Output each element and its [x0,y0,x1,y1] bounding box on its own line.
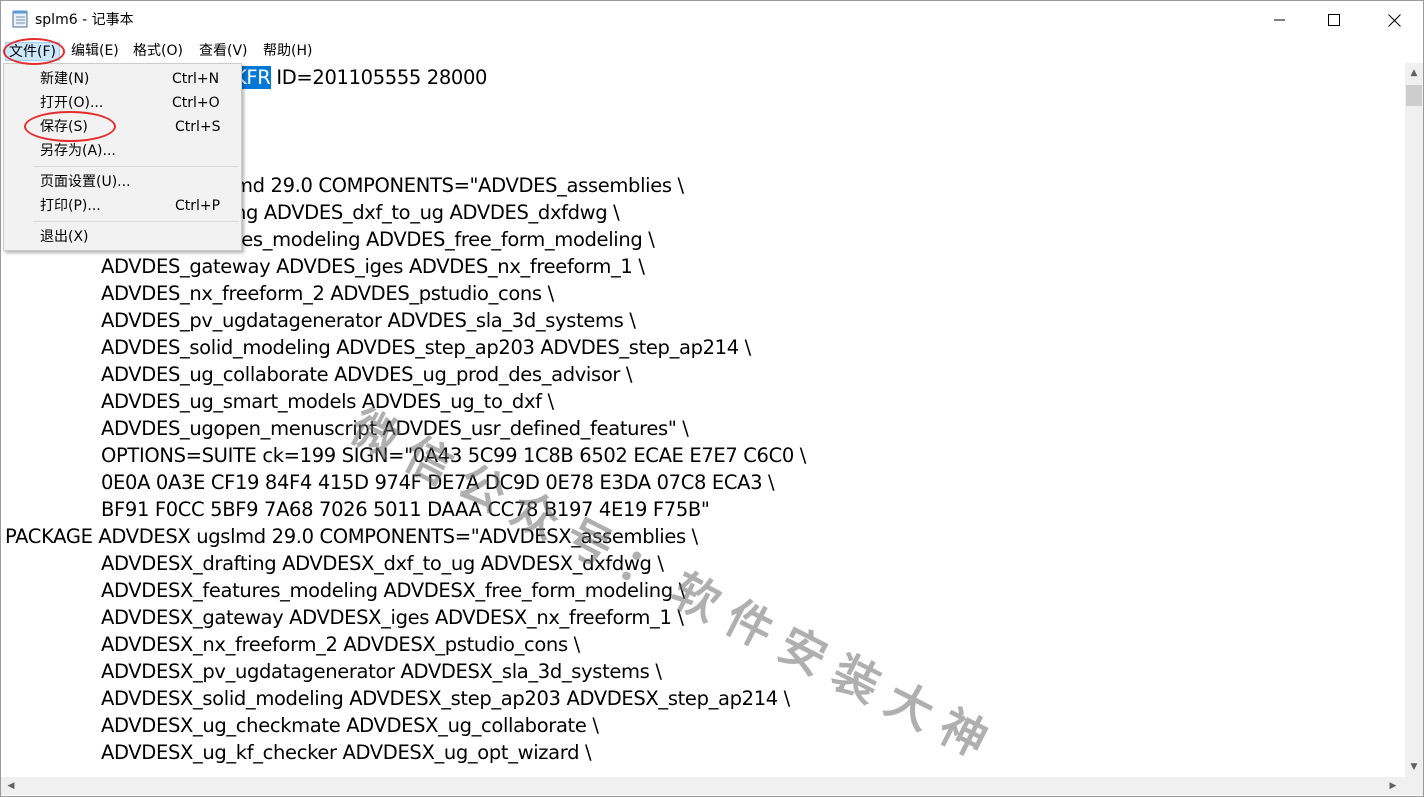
editor-line: ADVDES_ug_collaborate ADVDES_ug_prod_des… [101,363,633,386]
minimize-icon [1274,19,1285,21]
maximize-button[interactable] [1311,1,1357,39]
editor-line: ng ADVDES_dxf_to_ug ADVDES_dxfdwg \ [234,201,620,224]
menu-item-page-setup[interactable]: 页面设置(U)... [5,170,240,194]
editor-line: ADVDES_gateway ADVDES_iges ADVDES_nx_fre… [101,255,645,278]
menu-item-shortcut: Ctrl+S [175,119,221,135]
scroll-left-icon[interactable]: ◀ [7,781,15,791]
file-menu-dropdown: 新建(N) Ctrl+N 打开(O)... Ctrl+O 保存(S) Ctrl+… [3,63,242,251]
editor-line: 0E0A 0A3E CF19 84F4 415D 974F DE7A DC9D … [101,471,775,494]
scroll-right-icon[interactable]: ▶ [1389,781,1397,791]
menu-item-label: 打印(P)... [40,198,101,214]
editor-line: OPTIONS=SUITE ck=199 SIGN="0A43 5C99 1C8… [101,444,806,467]
annotation-circle-file-menu [3,38,65,65]
maximize-icon [1328,14,1340,26]
menu-item-exit[interactable]: 退出(X) [5,225,240,249]
minimize-button[interactable] [1257,1,1303,39]
menu-item-label: 页面设置(U)... [40,174,131,190]
menu-item-label: 打开(O)... [40,95,104,111]
editor-line: ADVDESX_nx_freeform_2 ADVDESX_pstudio_co… [101,633,580,656]
editor-line: ADVDESX_ug_checkmate ADVDESX_ug_collabor… [101,714,599,737]
editor-line: ADVDESX_solid_modeling ADVDESX_step_ap20… [101,687,790,710]
editor-line-first: KFR ID=201105555 28000 [234,64,487,91]
menu-item-open[interactable]: 打开(O)... Ctrl+O [5,91,240,115]
menu-item-label: 另存为(A)... [40,143,116,159]
menu-item-new[interactable]: 新建(N) Ctrl+N [5,67,240,91]
menu-edit[interactable]: 编辑(E) [71,43,119,59]
editor-line: ADVDES_nx_freeform_2 ADVDES_pstudio_cons… [101,282,554,305]
editor-line: ADVDESX_ug_kf_checker ADVDESX_ug_opt_wiz… [101,741,592,764]
menu-item-shortcut: Ctrl+P [175,198,221,214]
editor-line: ADVDESX_pv_ugdatagenerator ADVDESX_sla_3… [101,660,662,683]
title-bar[interactable]: splm6 - 记事本 [1,1,1423,39]
editor-line-text: ID=201105555 28000 [270,66,488,89]
menu-item-label: 退出(X) [40,229,89,245]
menu-item-shortcut: Ctrl+O [172,95,220,111]
vertical-scroll-thumb[interactable] [1406,85,1422,106]
menu-item-shortcut: Ctrl+N [172,71,220,87]
menu-item-save-as[interactable]: 另存为(A)... [5,139,240,163]
editor-line: ADVDES_pv_ugdatagenerator ADVDES_sla_3d_… [101,309,636,332]
menu-view[interactable]: 查看(V) [199,43,248,59]
close-icon [1387,13,1401,27]
editor-line: ADVDES_solid_modeling ADVDES_step_ap203 … [101,336,751,359]
editor-line: ADVDESX_features_modeling ADVDESX_free_f… [101,579,685,602]
editor-line: ADVDESX_gateway ADVDESX_iges ADVDESX_nx_… [101,606,684,629]
menu-separator [34,221,238,222]
editor-line: res_modeling ADVDES_free_form_modeling \ [234,228,655,251]
vertical-scrollbar[interactable]: ▲ ▼ [1405,63,1423,777]
close-button[interactable] [1371,1,1417,39]
scrollbar-corner [1405,777,1423,795]
menu-item-label: 新建(N) [40,71,90,87]
menu-format[interactable]: 格式(O) [133,43,183,59]
notepad-app-icon [12,10,28,28]
editor-line: ADVDES_ugopen_menuscript ADVDES_usr_defi… [101,417,689,440]
editor-line: ADVDESX_drafting ADVDESX_dxf_to_ug ADVDE… [101,552,664,575]
menu-bar: 文件(F) 编辑(E) 格式(O) 查看(V) 帮助(H) [1,39,1423,63]
menu-item-print[interactable]: 打印(P)... Ctrl+P [5,194,240,218]
horizontal-scrollbar[interactable]: ◀ ▶ [1,777,1405,795]
menu-separator [34,166,238,167]
scroll-up-icon[interactable]: ▲ [1410,68,1418,78]
menu-help[interactable]: 帮助(H) [263,43,313,59]
editor-line: ADVDES_ug_smart_models ADVDES_ug_to_dxf … [101,390,554,413]
editor-line: md 29.0 COMPONENTS="ADVDES_assemblies \ [234,174,684,197]
selected-text: KFR [234,66,271,89]
editor-line: PACKAGE ADVDESX ugslmd 29.0 COMPONENTS="… [5,525,698,548]
scroll-down-icon[interactable]: ▼ [1410,762,1418,772]
window-title: splm6 - 记事本 [35,12,134,28]
annotation-circle-save [24,111,116,142]
editor-line: BF91 F0CC 5BF9 7A68 7026 5011 DAAA CC78 … [101,498,710,521]
